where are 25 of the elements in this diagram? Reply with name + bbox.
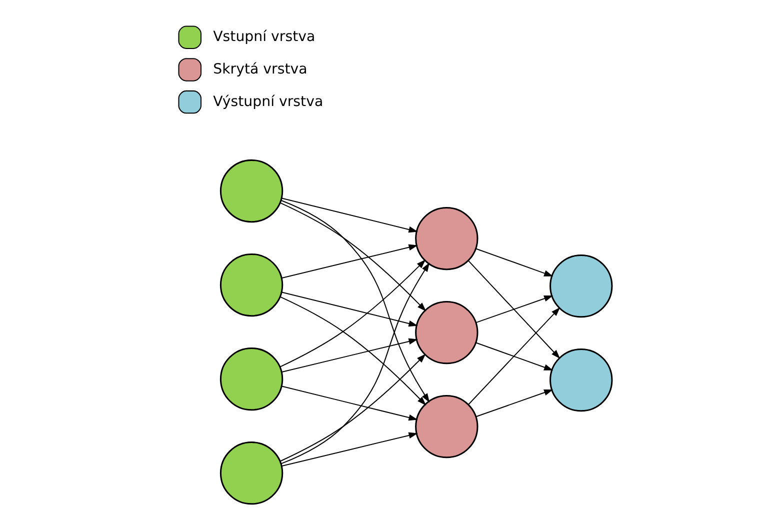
legend-label: Skrytá vrstva	[212, 61, 307, 78]
arrow	[468, 260, 560, 359]
legend-label: Výstupní vrstva	[212, 94, 323, 110]
arrow	[280, 200, 430, 403]
node-circle	[219, 159, 283, 223]
node-circle	[219, 253, 283, 317]
arrow	[281, 338, 418, 372]
arrow	[468, 307, 560, 405]
arrow	[280, 262, 430, 464]
arrow	[475, 248, 553, 276]
arrow	[475, 296, 553, 324]
arrow	[279, 202, 426, 312]
arrow	[279, 354, 426, 462]
arrow	[279, 260, 426, 368]
arrow	[279, 296, 426, 406]
node-circle	[219, 347, 283, 411]
arrow	[281, 198, 418, 233]
arrow	[475, 342, 553, 370]
arrow	[281, 292, 418, 327]
node-circle	[219, 442, 283, 505]
arrow	[281, 386, 418, 421]
arrow	[281, 432, 418, 467]
legend-label: Vstupní vrstva	[212, 29, 315, 46]
arrow	[475, 390, 553, 418]
arrow	[281, 244, 418, 278]
